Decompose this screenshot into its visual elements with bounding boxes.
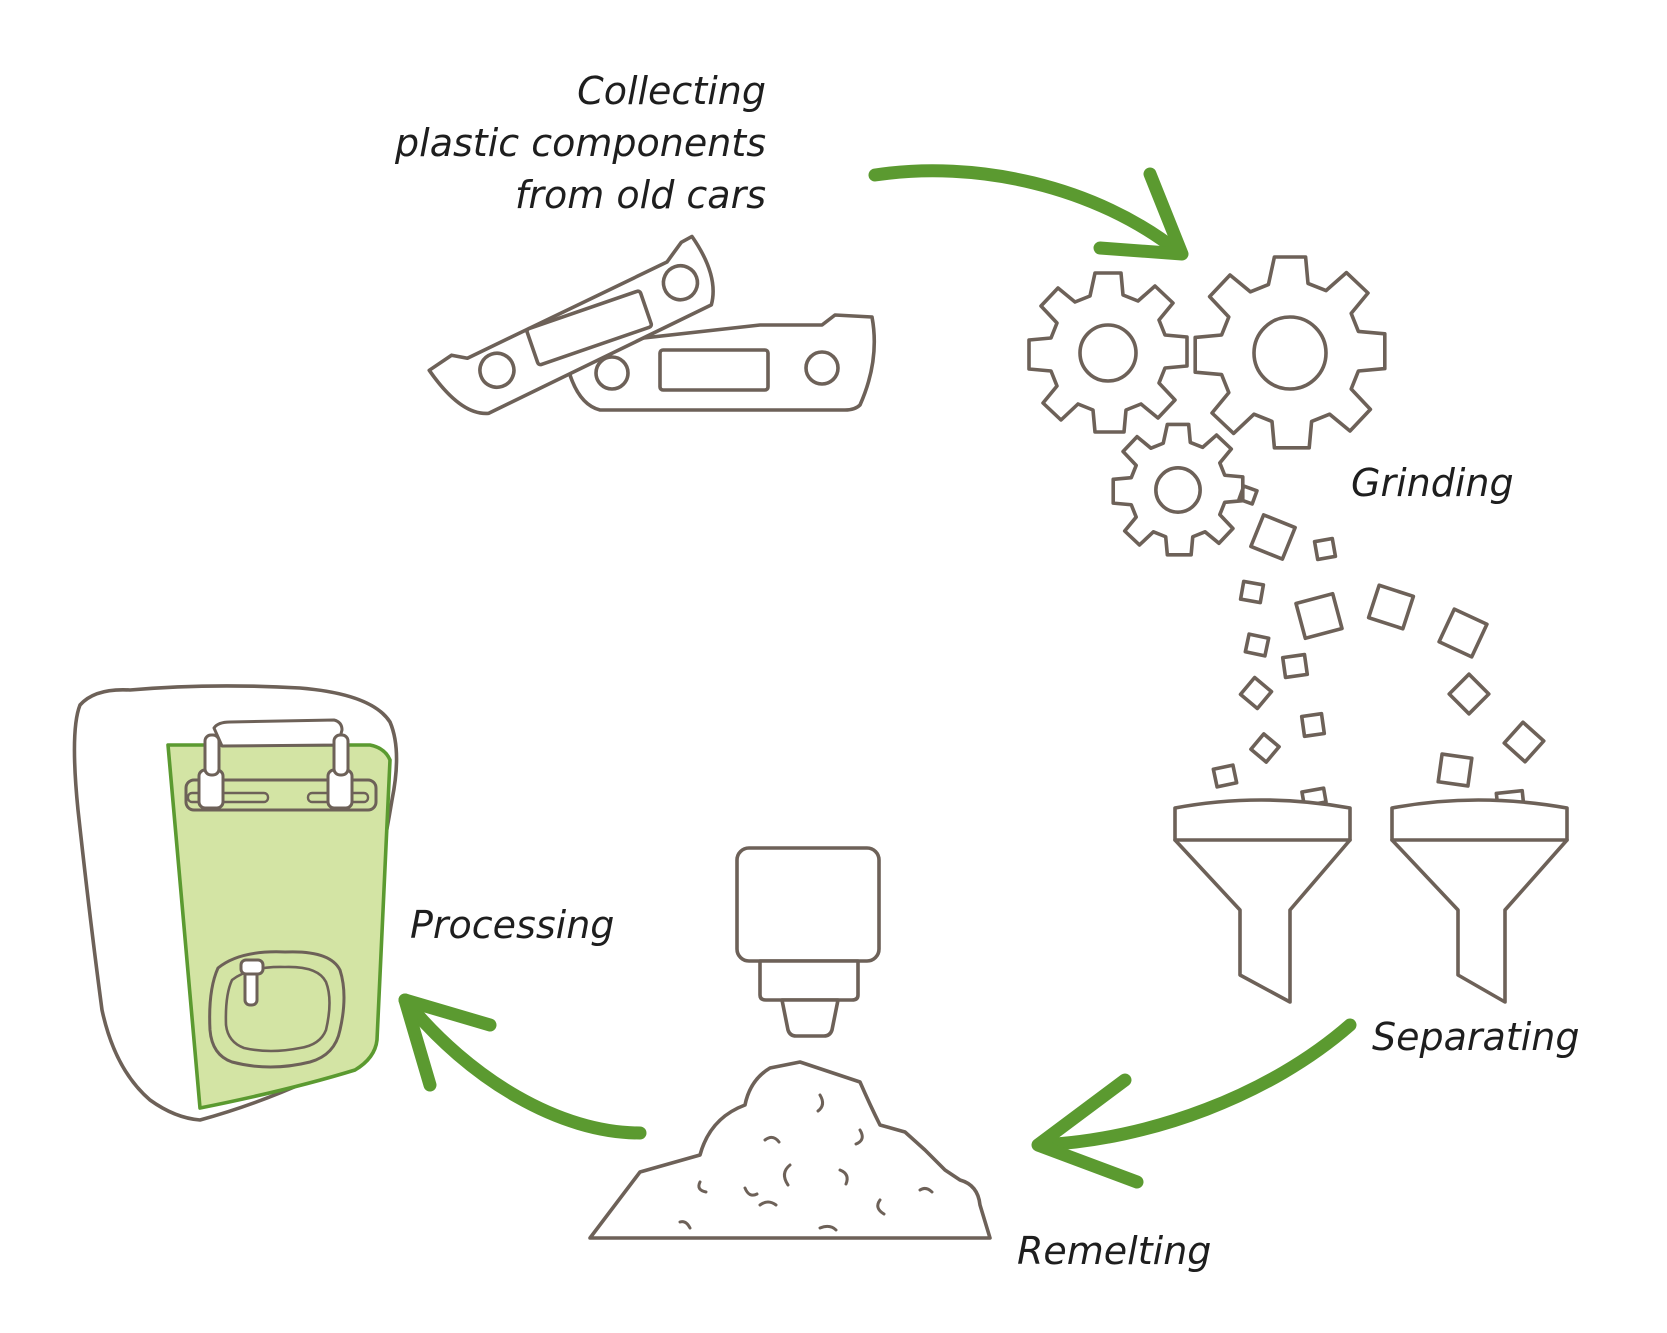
extruder-pile-icon (588, 846, 992, 1240)
bag-panel-icon (72, 684, 399, 1122)
cycle-arrows (398, 164, 1357, 1189)
arrow-collecting-to-grinding (868, 164, 1189, 261)
funnels-icon (1173, 798, 1569, 1004)
lower-clip-plate (208, 950, 346, 1069)
green-back-panel (166, 743, 392, 1110)
label-separating: Separating (1372, 1015, 1579, 1059)
hook-left (197, 733, 225, 810)
gears-icon (1027, 255, 1387, 557)
label-collecting-line-1: Collecting (577, 69, 766, 113)
arrow-separating-to-remelting (1031, 1018, 1357, 1189)
label-collecting-line-2: plastic components (394, 121, 766, 165)
carry-handle (212, 718, 344, 748)
hook-right (326, 733, 354, 810)
plastic-flakes (1211, 484, 1546, 810)
step-labels: Collecting plastic components from old c… (394, 69, 1579, 1273)
funnel-right (1390, 798, 1569, 1004)
car-bumpers-icon (427, 234, 877, 416)
extruder-nozzle (735, 846, 881, 1038)
label-processing: Processing (410, 903, 614, 947)
label-remelting: Remelting (1017, 1229, 1211, 1273)
label-grinding: Grinding (1351, 461, 1514, 505)
label-collecting-line-3: from old cars (515, 173, 766, 217)
granulate-pile (588, 1060, 992, 1240)
funnel-left (1173, 798, 1352, 1004)
arrow-remelting-to-processing (398, 993, 647, 1140)
